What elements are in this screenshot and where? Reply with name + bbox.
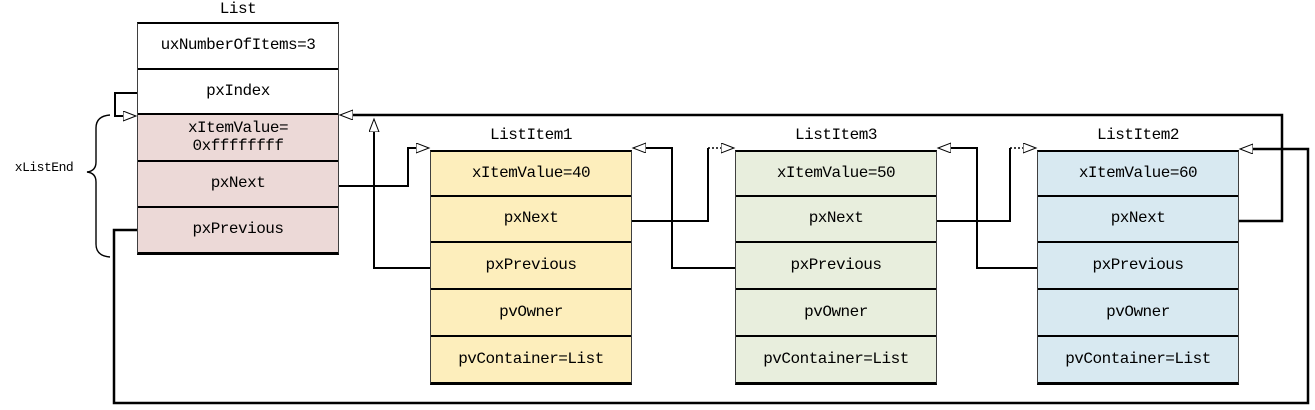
listitem3-pvcontainer-label: pvContainer=List	[763, 349, 909, 368]
listitem1-pvcontainer-label: pvContainer=List	[458, 349, 604, 368]
listitem3-pxprevious-label: pxPrevious	[790, 255, 882, 274]
listitem3-row-xitemvalue: xItemValue=50	[736, 152, 936, 197]
listitem2-xitemvalue-label: xItemValue=60	[1078, 163, 1198, 182]
arrow-listitem3-pxnext-to-listitem2	[937, 148, 1011, 222]
listitem3-pvowner-label: pvOwner	[804, 302, 868, 321]
listitem2-pxnext-label: pxNext	[1110, 209, 1166, 228]
listitem2-pxprevious-label: pxPrevious	[1092, 255, 1184, 274]
listitem2-row-pxnext: pxNext	[1038, 197, 1238, 243]
listitem3-box: xItemValue=50 pxNext pxPrevious pvOwner …	[735, 150, 937, 385]
arrow-list-pxprevious-to-listitem2	[112, 149, 1310, 405]
arrow-listitem2-pxnext-to-xlistend	[353, 115, 1284, 223]
listitem3-row-pvowner: pvOwner	[736, 290, 936, 337]
listitem2-row-pvcontainer: pvContainer=List	[1038, 337, 1238, 382]
row-xlistend-xitemvalue-line1: xItemValue=	[187, 118, 289, 137]
row-xlistend-xitemvalue-line2: 0xffffffff	[192, 136, 284, 155]
arrow-list-pxnext-to-listitem1	[339, 148, 416, 187]
listitem2-title: ListItem2	[1097, 126, 1179, 144]
listitem1-pxprevious-label: pxPrevious	[485, 255, 577, 274]
listitem1-pvowner-label: pvOwner	[499, 302, 563, 321]
row-pxindex: pxIndex	[138, 70, 338, 115]
listitem2-box: xItemValue=60 pxNext pxPrevious pvOwner …	[1037, 150, 1239, 385]
listitem1-pxnext-label: pxNext	[503, 209, 559, 228]
xlistend-label: xListEnd	[14, 160, 74, 175]
xlistend-brace	[86, 114, 111, 258]
listitem2-row-pvowner: pvOwner	[1038, 290, 1238, 337]
list-title: List	[219, 0, 257, 18]
listitem1-box: xItemValue=40 pxNext pxPrevious pvOwner …	[430, 150, 632, 385]
arrow-pxindex-to-xlistend	[114, 92, 137, 116]
listitem1-row-pvcontainer: pvContainer=List	[431, 337, 631, 382]
row-xlistend-pxprevious-label: pxPrevious	[192, 220, 284, 239]
row-xlistend-pxnext-label: pxNext	[210, 174, 266, 193]
listitem3-row-pvcontainer: pvContainer=List	[736, 337, 936, 382]
listitem3-xitemvalue-label: xItemValue=50	[776, 163, 896, 182]
row-xlistend-xitemvalue: xItemValue= 0xffffffff	[138, 115, 338, 162]
listitem2-row-xitemvalue: xItemValue=60	[1038, 152, 1238, 197]
row-uxnumberofitems: uxNumberOfItems=3	[138, 24, 338, 70]
listitem3-row-pxnext: pxNext	[736, 197, 936, 243]
row-xlistend-pxprevious: pxPrevious	[138, 208, 338, 252]
row-xlistend-pxnext: pxNext	[138, 162, 338, 208]
arrow-listitem1-pxnext-to-listitem3	[632, 148, 709, 222]
list-box: uxNumberOfItems=3 pxIndex xItemValue= 0x…	[137, 22, 339, 255]
listitem3-row-pxprevious: pxPrevious	[736, 243, 936, 290]
listitem1-row-pxprevious: pxPrevious	[431, 243, 631, 290]
arrow-listitem1-pxprevious-to-xlistend	[374, 132, 430, 269]
listitem1-row-pxnext: pxNext	[431, 197, 631, 243]
listitem3-title: ListItem3	[795, 126, 877, 144]
row-pxindex-label: pxIndex	[206, 81, 270, 100]
listitem1-row-pvowner: pvOwner	[431, 290, 631, 337]
listitem2-row-pxprevious: pxPrevious	[1038, 243, 1238, 290]
listitem2-pvowner-label: pvOwner	[1106, 302, 1170, 321]
listitem1-xitemvalue-label: xItemValue=40	[471, 163, 591, 182]
listitem1-row-xitemvalue: xItemValue=40	[431, 152, 631, 197]
arrow-listitem3-pxprevious-to-listitem1	[646, 148, 735, 269]
arrow-listitem2-pxprevious-to-listitem3	[951, 148, 1037, 269]
listitem3-pxnext-label: pxNext	[808, 209, 864, 228]
listitem1-title: ListItem1	[490, 126, 572, 144]
row-uxnumberofitems-label: uxNumberOfItems=3	[160, 36, 316, 55]
listitem2-pvcontainer-label: pvContainer=List	[1065, 349, 1211, 368]
